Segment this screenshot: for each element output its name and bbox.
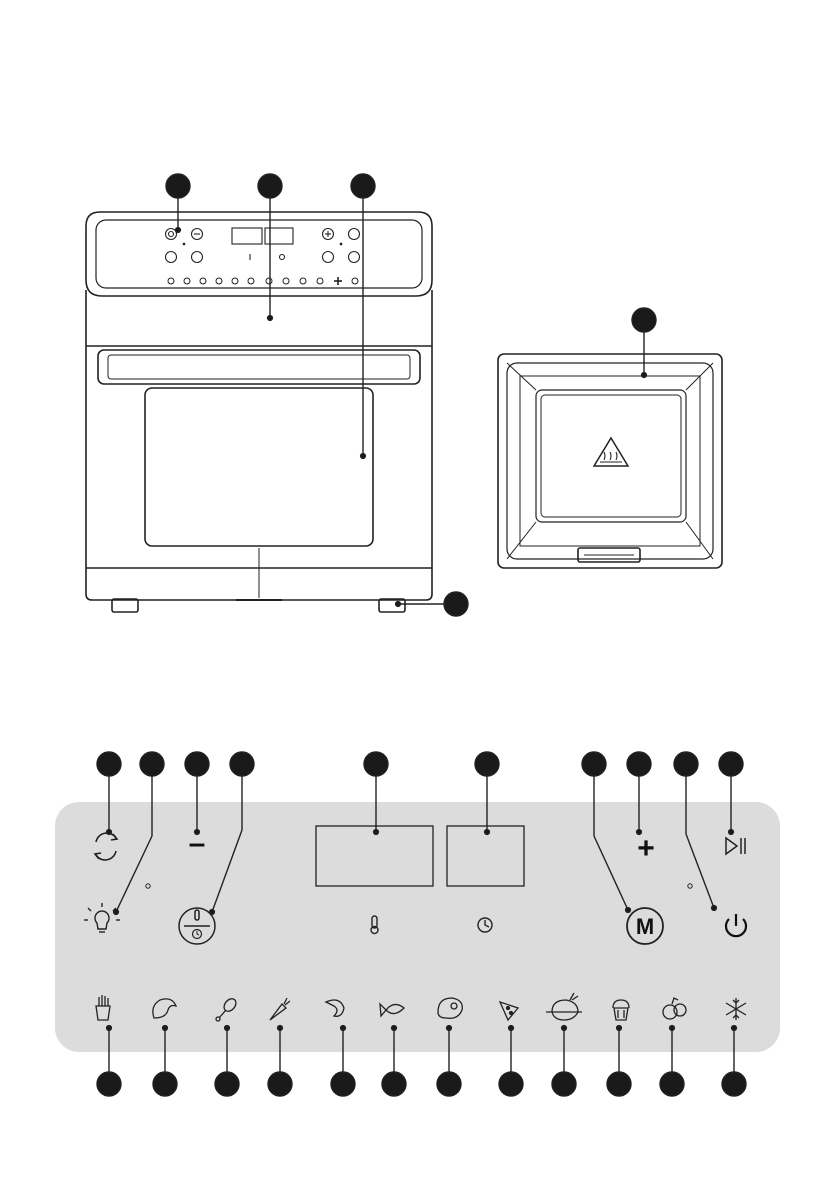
callout-marker <box>719 752 743 776</box>
callout-marker <box>444 592 468 616</box>
drip-tray <box>498 354 722 568</box>
callout-marker <box>185 752 209 776</box>
oven-panel-icons <box>166 228 360 263</box>
callout-marker <box>215 1072 239 1096</box>
callout-marker <box>258 174 282 198</box>
callout-marker <box>607 1072 631 1096</box>
callout-marker <box>97 752 121 776</box>
appliance-callouts <box>166 174 468 616</box>
callout-marker <box>153 1072 177 1096</box>
air-fryer-oven <box>86 212 432 612</box>
callout-marker <box>632 308 656 332</box>
callout-marker <box>660 1072 684 1096</box>
oven-food-row <box>168 277 358 285</box>
callout-marker <box>331 1072 355 1096</box>
plus-icon[interactable]: + <box>637 832 655 865</box>
callout-marker <box>364 752 388 776</box>
control-panel-background <box>55 802 780 1052</box>
callout-marker <box>722 1072 746 1096</box>
callout-marker <box>166 174 190 198</box>
callout-marker <box>437 1072 461 1096</box>
tray-callout <box>632 308 656 377</box>
callout-marker <box>627 752 651 776</box>
callout-marker <box>351 174 375 198</box>
callout-marker <box>674 752 698 776</box>
callout-marker <box>382 1072 406 1096</box>
menu-label: M <box>636 914 654 939</box>
callout-marker <box>499 1072 523 1096</box>
hot-surface-warning-icon <box>594 438 628 466</box>
callout-marker <box>582 752 606 776</box>
callout-marker <box>552 1072 576 1096</box>
callout-marker <box>268 1072 292 1096</box>
callout-marker <box>230 752 254 776</box>
callout-marker <box>140 752 164 776</box>
callout-marker <box>475 752 499 776</box>
callout-marker <box>97 1072 121 1096</box>
